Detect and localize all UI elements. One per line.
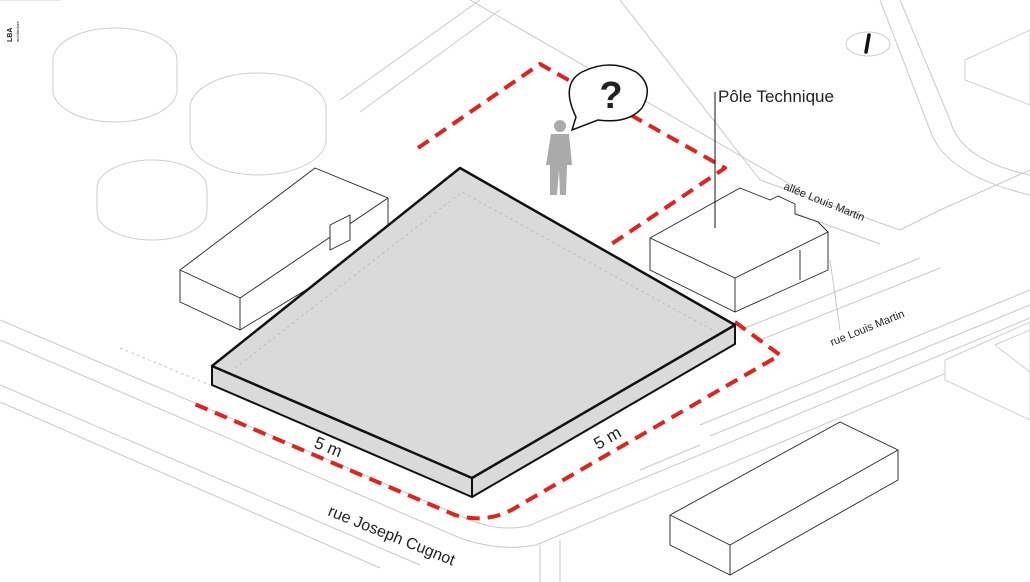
- building-south-east: [669, 421, 899, 576]
- ghost-buildings: [52, 27, 1030, 421]
- rue-joseph-cugnot-label: rue Joseph Cugnot: [326, 503, 458, 570]
- slab-top: [210, 166, 737, 480]
- ghost-block: [964, 29, 1030, 106]
- person-icon: [546, 120, 572, 195]
- storage-tank: [96, 159, 208, 241]
- pole-technique-label: Pôle Technique: [718, 87, 834, 106]
- speech-bubble-icon: ?: [568, 64, 648, 132]
- ghost-block: [994, 329, 1030, 373]
- svg-text:architecture: architecture: [15, 20, 20, 42]
- building-west: [179, 167, 389, 331]
- pole-technique-building: [649, 187, 829, 313]
- storage-tank: [189, 72, 327, 176]
- north-arrow-icon: [845, 31, 891, 57]
- storage-tank: [52, 27, 178, 123]
- slab-volume: [210, 166, 737, 498]
- svg-text:LBA: LBA: [7, 28, 14, 42]
- question-mark: ?: [599, 75, 622, 117]
- lba-logo: LBA architecture: [7, 20, 20, 42]
